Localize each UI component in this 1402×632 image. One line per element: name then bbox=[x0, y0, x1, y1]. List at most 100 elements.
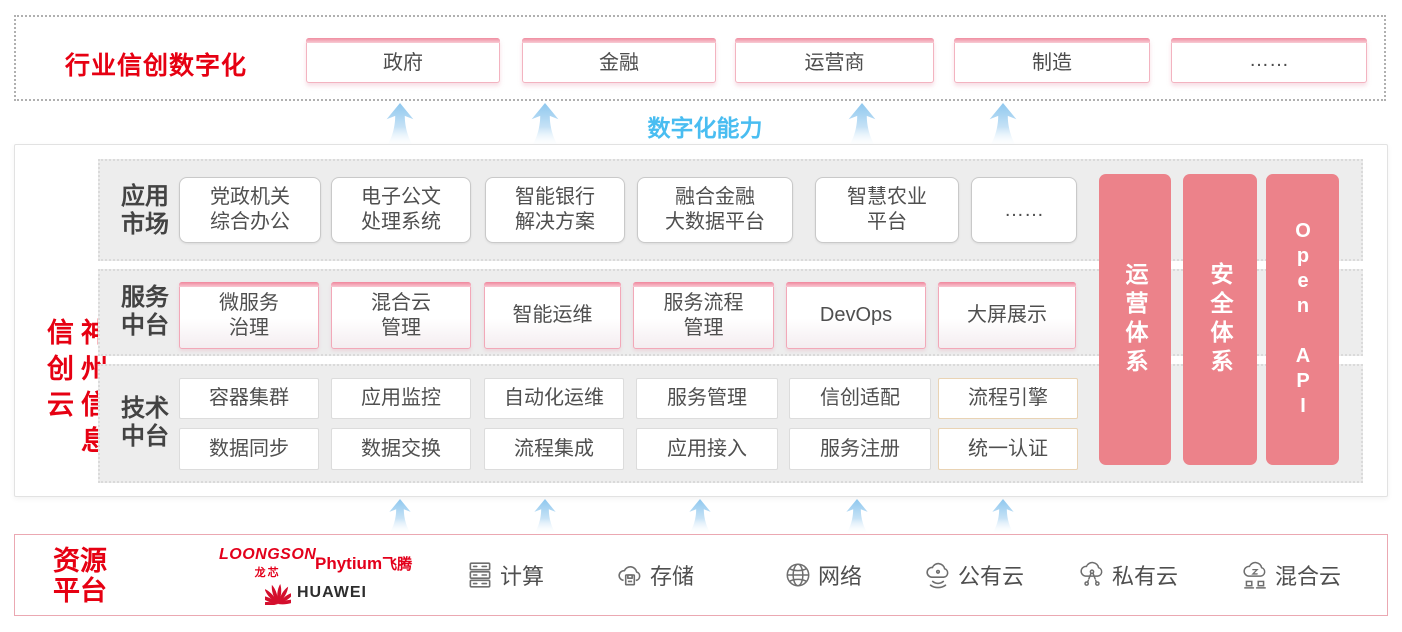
public-cloud-icon bbox=[926, 562, 949, 589]
up-arrow-icon bbox=[385, 499, 415, 534]
resource-item-storage: 存储 bbox=[615, 559, 694, 591]
huawei-wordmark: HUAWEI bbox=[297, 584, 367, 601]
industry-banner-title: 行业信创数字化 bbox=[65, 52, 248, 80]
row-label-app-market: 应用 市场 bbox=[121, 183, 169, 238]
industry-box-government[interactable]: 政府 bbox=[306, 38, 500, 83]
pillar-security-system[interactable]: 安全体系 bbox=[1183, 174, 1257, 465]
resource-item-compute: 计算 bbox=[465, 559, 544, 591]
resource-item-label: 计算 bbox=[500, 564, 545, 589]
up-arrow-icon bbox=[383, 103, 417, 147]
private-cloud-icon bbox=[1080, 561, 1103, 586]
phytium-logo: Phytium飞腾 bbox=[315, 553, 412, 574]
industry-box-telecom[interactable]: 运营商 bbox=[735, 38, 934, 83]
resource-item-hybrid-cloud: 混合云 bbox=[1240, 559, 1341, 591]
app-card-more[interactable]: …… bbox=[971, 177, 1077, 243]
resource-platform-title: 资源 平台 bbox=[53, 546, 107, 606]
resource-item-label: 网络 bbox=[818, 564, 863, 589]
up-arrow-icon bbox=[685, 499, 715, 534]
tech-card-label: 信创适配 bbox=[820, 387, 900, 409]
resource-item-network: 网络 bbox=[783, 559, 862, 591]
up-arrow-icon bbox=[986, 103, 1020, 147]
industry-box-finance[interactable]: 金融 bbox=[522, 38, 716, 83]
resource-item-label: 存储 bbox=[650, 564, 695, 589]
tech-card-label: 自动化运维 bbox=[504, 387, 604, 409]
tech-card[interactable]: 服务注册 bbox=[789, 428, 931, 470]
tech-card-label: 应用接入 bbox=[667, 437, 747, 460]
tech-card-label: 应用监控 bbox=[361, 387, 441, 409]
resource-item-label: 私有云 bbox=[1112, 564, 1179, 589]
tech-card-label: 统一认证 bbox=[968, 437, 1048, 460]
resource-item-public-cloud: 公有云 bbox=[923, 559, 1024, 591]
compute-server-icon bbox=[469, 562, 491, 588]
tech-card[interactable]: 统一认证 bbox=[938, 428, 1078, 470]
huawei-logo: HUAWEI bbox=[265, 581, 367, 605]
industry-box-manufacturing[interactable]: 制造 bbox=[954, 38, 1150, 83]
tech-card[interactable]: 应用监控 bbox=[331, 378, 471, 419]
pillar-operation-system[interactable]: 运营体系 bbox=[1099, 174, 1171, 465]
tech-card[interactable]: 信创适配 bbox=[789, 378, 931, 419]
network-globe-icon bbox=[786, 563, 810, 587]
industry-box-label: 制造 bbox=[1032, 52, 1072, 74]
industry-box-label: …… bbox=[1249, 49, 1289, 71]
app-card[interactable]: 电子公文 处理系统 bbox=[331, 177, 471, 243]
up-arrow-icon bbox=[530, 499, 560, 534]
loongson-logo: LOONGSON 龙芯 bbox=[219, 546, 316, 580]
resource-platform-panel: 资源 平台 LOONGSON 龙芯 Phytium飞腾 HU bbox=[14, 534, 1388, 616]
capability-label: 数字化能力 bbox=[647, 115, 763, 141]
app-card[interactable]: 智能银行 解决方案 bbox=[485, 177, 625, 243]
phytium-wordmark: Phytium bbox=[315, 554, 383, 573]
cloud-platform-panel: 神州信息信创云 应用 市场 服务 中台 技术 中台 党政机关 综合办公 电子公文… bbox=[14, 144, 1388, 497]
loongson-wordmark: LOONGSON bbox=[219, 546, 317, 563]
service-card-label: 智能运维 bbox=[512, 304, 593, 326]
tech-card-label: 服务管理 bbox=[667, 387, 747, 409]
tech-card-label: 数据同步 bbox=[209, 437, 289, 460]
app-card-label: …… bbox=[1004, 198, 1044, 221]
service-card[interactable]: 智能运维 bbox=[484, 282, 621, 349]
loongson-chinese: 龙芯 bbox=[254, 567, 281, 579]
industry-box-label: 金融 bbox=[599, 52, 639, 74]
resource-item-label: 混合云 bbox=[1275, 564, 1342, 589]
row-label-service-platform: 服务 中台 bbox=[121, 284, 169, 339]
tech-card[interactable]: 数据交换 bbox=[331, 428, 471, 470]
industry-box-more[interactable]: …… bbox=[1171, 38, 1367, 83]
industry-banner: 行业信创数字化 政府 金融 运营商 制造 …… bbox=[14, 15, 1386, 101]
service-card-label: DevOps bbox=[819, 304, 893, 326]
resource-item-label: 公有云 bbox=[958, 564, 1025, 589]
service-card[interactable]: 大屏展示 bbox=[938, 282, 1076, 349]
up-arrow-icon bbox=[528, 103, 562, 147]
service-card-label: 大屏展示 bbox=[967, 304, 1047, 326]
app-card-label: 智慧农业 平台 bbox=[847, 186, 927, 233]
service-card-label: 混合云 管理 bbox=[371, 291, 431, 339]
tech-card-label: 服务注册 bbox=[820, 437, 900, 460]
up-arrow-icon bbox=[988, 499, 1018, 534]
tech-card-label: 容器集群 bbox=[209, 387, 289, 409]
tech-card[interactable]: 应用接入 bbox=[636, 428, 778, 470]
service-card-label: 微服务 治理 bbox=[219, 291, 279, 339]
industry-box-label: 政府 bbox=[383, 52, 423, 74]
up-arrow-icon bbox=[845, 103, 879, 147]
tech-card[interactable]: 流程集成 bbox=[484, 428, 624, 470]
resource-item-private-cloud: 私有云 bbox=[1077, 559, 1178, 591]
tech-card[interactable]: 自动化运维 bbox=[484, 378, 624, 419]
hybrid-cloud-icon bbox=[1243, 561, 1266, 589]
app-card-label: 智能银行 解决方案 bbox=[515, 186, 595, 233]
service-card[interactable]: 微服务 治理 bbox=[179, 282, 319, 349]
up-arrow-icon bbox=[842, 499, 872, 534]
app-card[interactable]: 智慧农业 平台 bbox=[815, 177, 959, 243]
tech-card[interactable]: 流程引擎 bbox=[938, 378, 1078, 419]
service-card[interactable]: DevOps bbox=[786, 282, 926, 349]
tech-card-label: 流程引擎 bbox=[968, 387, 1048, 409]
tech-card[interactable]: 服务管理 bbox=[636, 378, 778, 419]
service-card-label: 服务流程 管理 bbox=[663, 291, 744, 339]
storage-cloud-icon bbox=[618, 566, 641, 586]
phytium-chinese: 飞腾 bbox=[382, 556, 413, 573]
service-card[interactable]: 服务流程 管理 bbox=[633, 282, 774, 349]
tech-card[interactable]: 数据同步 bbox=[179, 428, 319, 470]
row-label-tech-platform: 技术 中台 bbox=[121, 395, 169, 450]
tech-card[interactable]: 容器集群 bbox=[179, 378, 319, 419]
app-card[interactable]: 党政机关 综合办公 bbox=[179, 177, 321, 243]
huawei-flower-icon bbox=[265, 584, 291, 605]
app-card[interactable]: 融合金融 大数据平台 bbox=[637, 177, 793, 243]
pillar-open-api[interactable]: Open API bbox=[1266, 174, 1339, 465]
service-card[interactable]: 混合云 管理 bbox=[331, 282, 471, 349]
